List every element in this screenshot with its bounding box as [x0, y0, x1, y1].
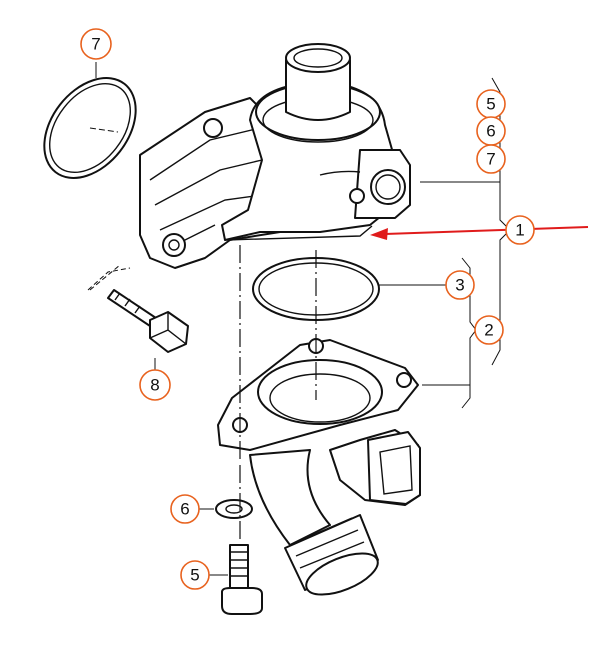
callout-label-5: 5 — [190, 566, 199, 585]
callout-label-3: 3 — [455, 276, 464, 295]
callout-6-right: 6 — [476, 116, 506, 146]
callout-label-2: 2 — [484, 321, 493, 340]
callout-7-top: 7 — [80, 28, 112, 60]
washer-part-6 — [215, 499, 253, 519]
pointer-arrow — [370, 226, 589, 240]
upper-housing-part-1 — [139, 43, 411, 269]
callout-label-7: 7 — [91, 35, 100, 54]
callout-label-6-right: 6 — [486, 122, 495, 141]
callout-5-bottom: 5 — [180, 560, 210, 590]
bolt-part-5 — [221, 544, 263, 615]
callout-label-7-right: 7 — [486, 150, 495, 169]
callout-5-right: 5 — [476, 89, 506, 119]
callout-1: 1 — [505, 215, 535, 245]
callout-7-right: 7 — [476, 144, 506, 174]
bolt-part-8 — [107, 289, 189, 353]
lower-housing — [217, 338, 421, 596]
callout-2: 2 — [474, 315, 504, 345]
callout-3: 3 — [445, 270, 475, 300]
callout-label-6: 6 — [180, 500, 189, 519]
callout-label-8: 8 — [150, 376, 159, 395]
o-ring-part-7 — [43, 77, 137, 179]
callout-label-5-right: 5 — [486, 95, 495, 114]
callout-8: 8 — [139, 369, 171, 401]
callout-6-bottom: 6 — [170, 494, 200, 524]
callout-label-1: 1 — [515, 221, 524, 240]
